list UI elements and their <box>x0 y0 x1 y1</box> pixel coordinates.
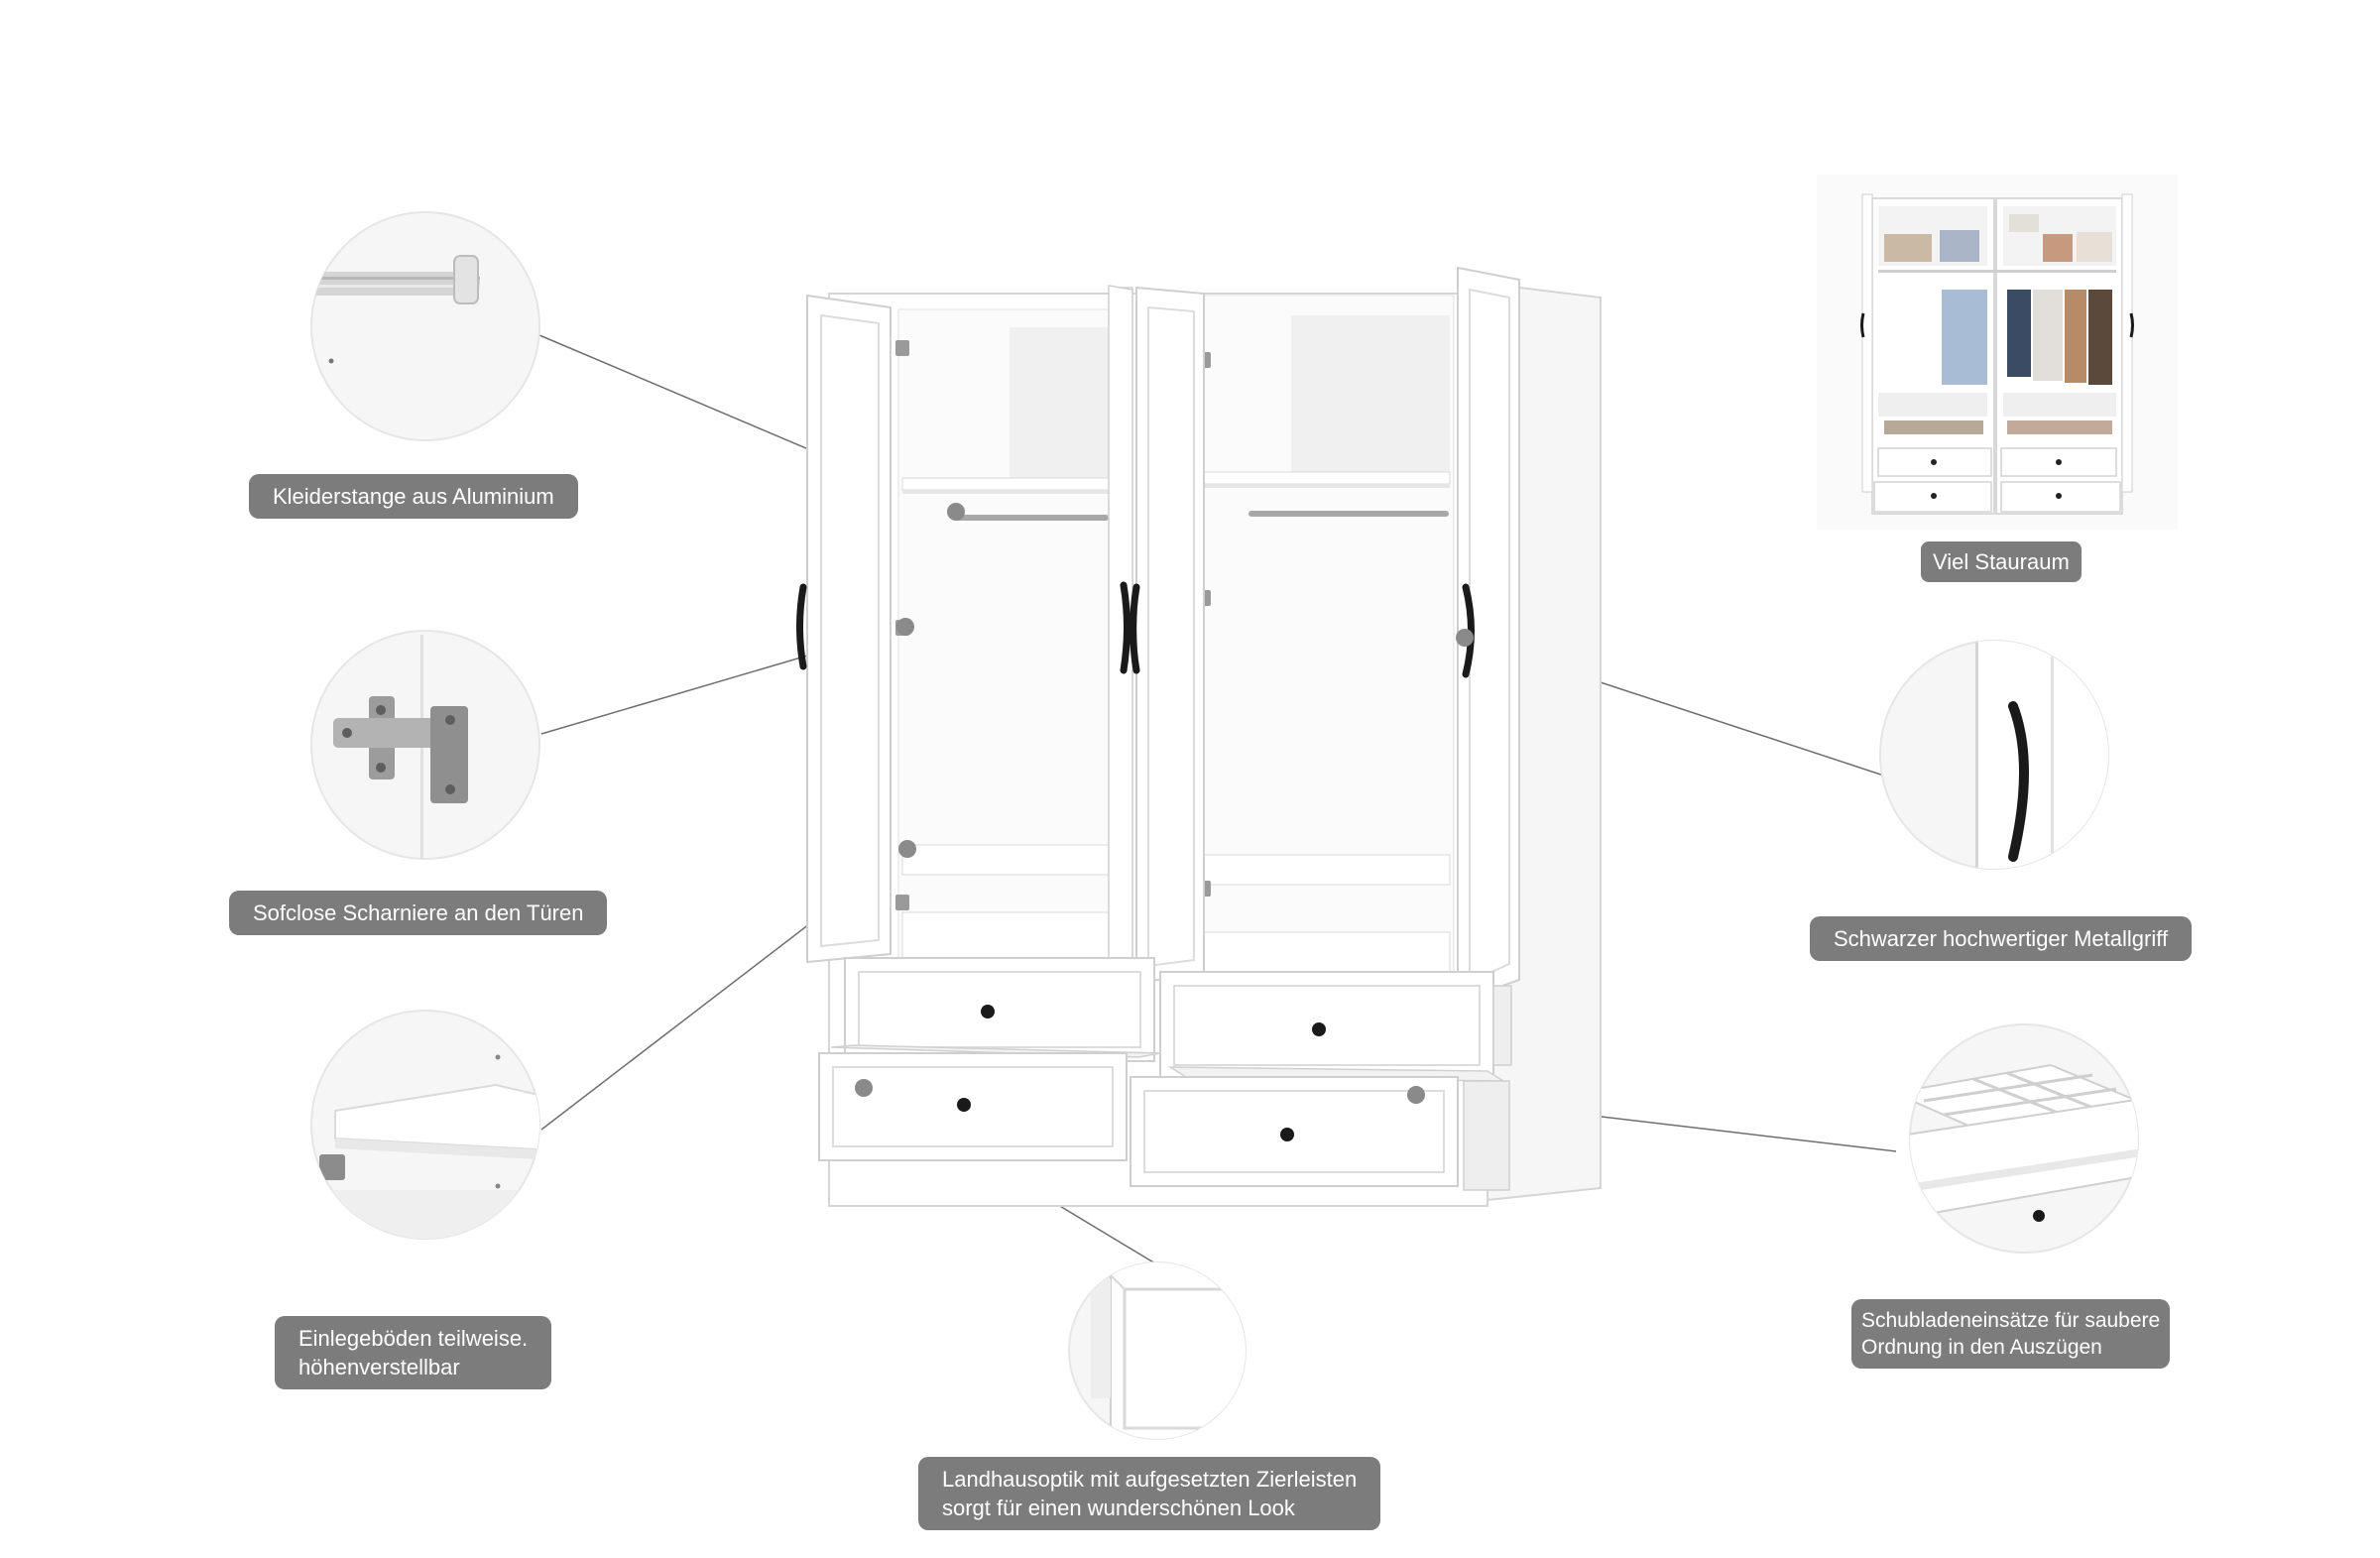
hinge-icon <box>310 630 540 860</box>
handle-door-1 <box>796 583 807 670</box>
shelf-icon <box>310 1010 540 1240</box>
label-inserts-line-1: Schubladeneinsätze für saubere <box>1861 1309 2161 1332</box>
label-metal-handle: Schwarzer hochwertiger Metallgriff <box>1810 916 2193 961</box>
molding-icon <box>1068 1261 1247 1440</box>
upper-drawers <box>844 957 1512 1080</box>
lower-drawers <box>818 1044 1510 1191</box>
wardrobe <box>796 266 1602 1207</box>
handle-icon <box>1879 640 2109 870</box>
label-country-house-look: Landhausoptik mit aufgesetzten Zierleist… <box>918 1457 1381 1530</box>
label-drawer-inserts: Schubladeneinsätze für saubere Ordnung i… <box>1851 1299 2171 1369</box>
label-soft-close-hinges: Sofclose Scharniere an den Türen <box>229 891 608 935</box>
drawer-insert-icon <box>1909 1023 2139 1254</box>
label-adjustable-shelves: Einlegeböden teilweise. höhenverstellbar <box>275 1316 552 1389</box>
handle-door-3 <box>1130 583 1140 674</box>
label-look-line-1: Landhausoptik mit aufgesetzten Zierleist… <box>942 1467 1358 1492</box>
marker-dots <box>855 503 1474 1104</box>
handle-door-4 <box>1462 583 1475 678</box>
label-look-line-2: sorgt für einen wunderschönen Look <box>942 1496 1295 1520</box>
hanging-rail-icon <box>310 211 540 441</box>
label-inserts-line-2: Ordnung in den Auszügen <box>1861 1336 2102 1359</box>
storage-thumbnail <box>1817 175 2178 530</box>
label-shelves-line-2: höhenverstellbar <box>298 1355 460 1379</box>
label-storage-space: Viel Stauraum <box>1921 541 2082 582</box>
handle-door-2 <box>1120 581 1130 674</box>
label-clothes-rail: Kleiderstange aus Aluminium <box>249 474 578 519</box>
label-shelves-line-1: Einlegeböden teilweise. <box>298 1326 529 1351</box>
